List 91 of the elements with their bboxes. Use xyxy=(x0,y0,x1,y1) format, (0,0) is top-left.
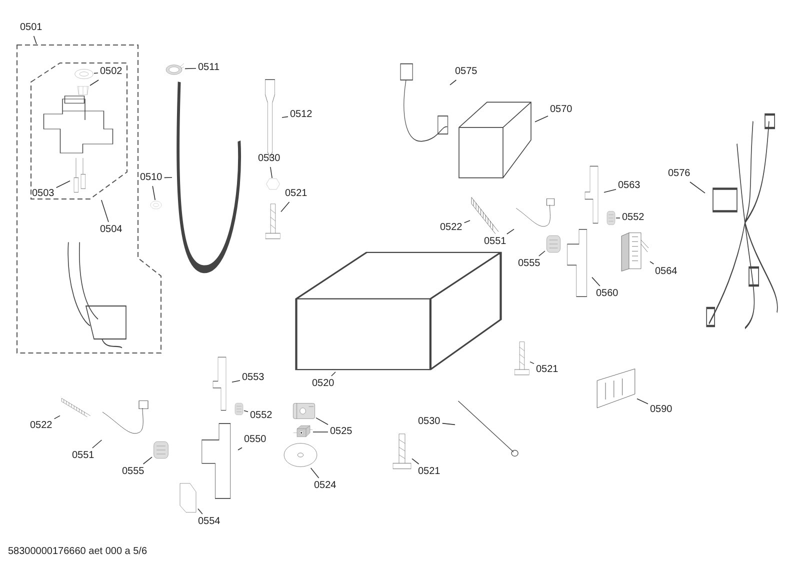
leader-line xyxy=(604,189,616,193)
leader-line xyxy=(636,398,648,404)
drawing-number: 58300000176660 aet 000 a 5/6 xyxy=(8,546,148,558)
callout-number: 0530 xyxy=(258,153,280,165)
callout-number: 0530 xyxy=(418,416,440,428)
clip-drawing xyxy=(606,210,616,226)
screw-drawing xyxy=(265,202,281,240)
callout-number: 0590 xyxy=(650,404,672,416)
callout-number: 0576 xyxy=(668,168,690,180)
callout-number: 0520 xyxy=(312,378,334,390)
leader-line xyxy=(538,250,546,256)
callout-number: 0501 xyxy=(20,22,42,34)
leader-line xyxy=(244,410,248,412)
leader-line xyxy=(412,458,420,464)
connector-drawing xyxy=(620,232,650,272)
callout-number: 0521 xyxy=(536,364,558,376)
leader-line xyxy=(690,182,706,194)
leader-line xyxy=(152,186,156,200)
leader-line xyxy=(316,417,328,425)
callout-number: 0554 xyxy=(198,516,220,528)
leader-line xyxy=(54,415,60,420)
rod-drawing xyxy=(455,398,520,458)
callout-number: 0551 xyxy=(484,236,506,248)
grille-drawing xyxy=(595,368,637,410)
callout-number: 0512 xyxy=(290,109,312,121)
leader-line xyxy=(142,456,152,464)
callout-number: 0522 xyxy=(30,420,52,432)
callout-number: 0570 xyxy=(550,104,572,116)
leader-line xyxy=(94,72,98,74)
screw-drawing xyxy=(514,340,530,376)
callout-number: 0502 xyxy=(100,66,122,78)
spring-pin-drawing xyxy=(60,396,92,418)
callout-number: 0555 xyxy=(518,258,540,270)
callout-number: 0550 xyxy=(244,434,266,446)
leader-line xyxy=(530,361,534,364)
leader-line xyxy=(280,202,290,212)
leader-line xyxy=(282,116,288,118)
callout-number: 0552 xyxy=(622,212,644,224)
nut-drawing xyxy=(266,178,280,190)
leader-line xyxy=(198,508,203,514)
leader-line xyxy=(592,276,600,286)
leader-line xyxy=(238,447,242,450)
callout-number: 0563 xyxy=(618,180,640,192)
callout-number: 0552 xyxy=(250,410,272,422)
callout-number: 0511 xyxy=(198,62,220,74)
leader-line xyxy=(184,68,196,70)
leader-line xyxy=(270,166,272,178)
leader-line xyxy=(310,468,320,478)
leader-line xyxy=(33,36,37,44)
callout-number: 0524 xyxy=(314,480,336,492)
callout-number: 0503 xyxy=(32,188,54,200)
washer-drawing xyxy=(74,68,94,80)
leader-line xyxy=(56,180,70,188)
callout-number: 0525 xyxy=(330,426,352,438)
leader-line xyxy=(331,372,336,376)
bracket-drawing xyxy=(178,480,198,514)
block-drawing xyxy=(292,400,316,422)
dashed-outline xyxy=(30,62,128,200)
plug-drawing xyxy=(293,424,313,440)
leader-line xyxy=(90,80,99,86)
hose-clamp-drawing xyxy=(165,62,185,76)
leader-line xyxy=(506,228,514,234)
leader-line xyxy=(232,380,240,382)
callout-number: 0504 xyxy=(100,224,122,236)
leader-line xyxy=(650,261,654,264)
leader-line xyxy=(92,440,102,448)
dashed-outline xyxy=(16,44,162,354)
leader-line xyxy=(442,422,456,426)
leader-line xyxy=(101,200,109,222)
callout-number: 0551 xyxy=(72,450,94,462)
callout-number: 0521 xyxy=(418,466,440,478)
screw-drawing xyxy=(392,432,412,470)
clip-drawing xyxy=(152,440,170,460)
clip-drawing xyxy=(234,402,244,416)
filter-drawing xyxy=(76,84,90,96)
leader-line xyxy=(450,80,457,86)
leader-line xyxy=(164,177,172,178)
callout-number: 0555 xyxy=(122,466,144,478)
leader-line xyxy=(534,116,548,122)
callout-number: 0560 xyxy=(596,288,618,300)
callout-number: 0521 xyxy=(285,188,308,200)
washer-drawing xyxy=(150,200,162,210)
callout-number: 0553 xyxy=(242,372,264,384)
disc-drawing xyxy=(283,442,318,468)
base-tub-drawing xyxy=(292,250,505,372)
callout-number: 0510 xyxy=(140,172,162,184)
clip-drawing xyxy=(545,234,562,254)
callout-number: 0575 xyxy=(455,66,478,78)
leader-line xyxy=(464,220,470,224)
callout-number: 0564 xyxy=(655,266,678,278)
callout-number: 0522 xyxy=(440,222,462,234)
